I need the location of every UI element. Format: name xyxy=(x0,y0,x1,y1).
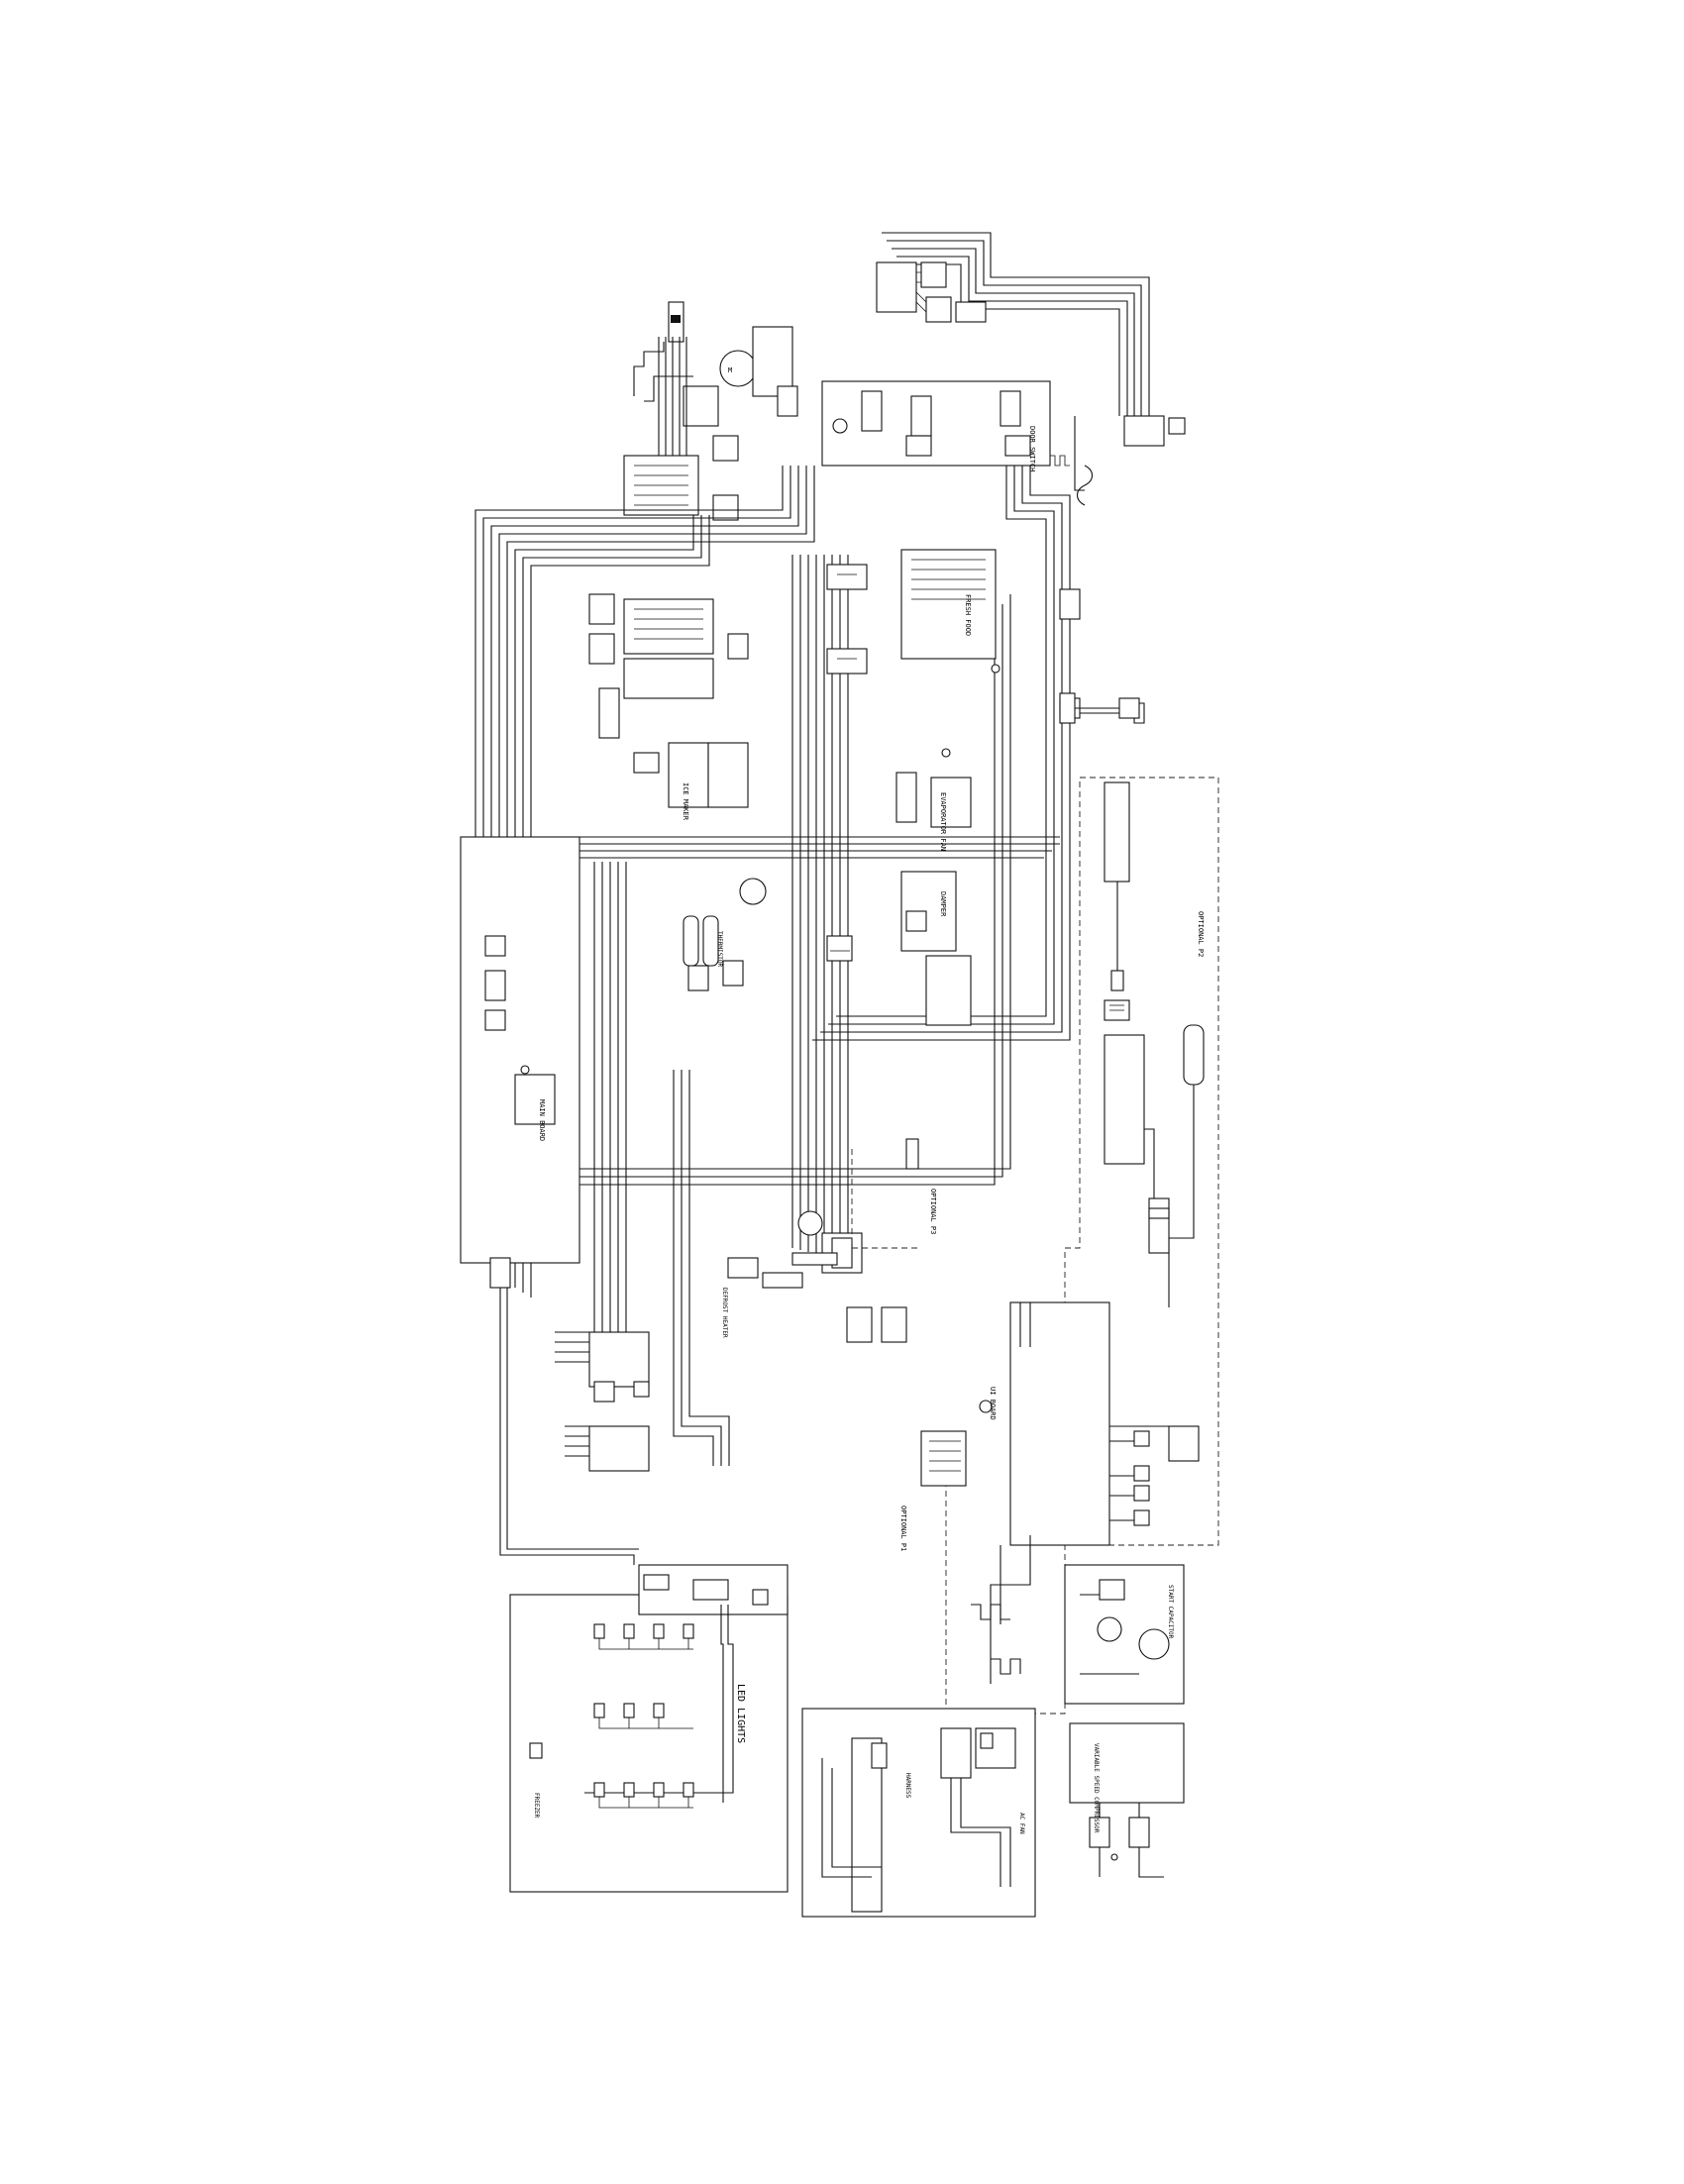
top-left-fan-area: M xyxy=(623,301,798,521)
lower-center: DEFROST HEATER xyxy=(721,1138,921,1343)
led-lights-box: LED LIGHTS FREEZER xyxy=(509,1564,789,1893)
freezer-label: FREEZER xyxy=(533,1793,540,1819)
evaporator-fan-label: EVAPORATOR FAN xyxy=(939,792,947,851)
optional-p3-label: OPTIONAL P3 xyxy=(929,1189,937,1234)
ice-maker-label: ICE MAKER xyxy=(682,782,689,821)
led-group-1 xyxy=(593,1623,694,1650)
led-group-3 xyxy=(593,1782,694,1809)
heater-zigzag xyxy=(1050,455,1140,724)
start-capacitor-label: START CAPACITOR xyxy=(1167,1585,1174,1639)
variable-speed-label: VARIABLE SPEED COMPRESSOR xyxy=(1093,1743,1100,1833)
damper-label: DAMPER xyxy=(939,891,947,917)
main-board-label: MAIN BOARD xyxy=(538,1099,546,1141)
ice-maker-section: ICE MAKER xyxy=(588,593,749,821)
ac-fan-label: AC FAN xyxy=(1018,1813,1025,1834)
defrost-heater-label: DEFROST HEATER xyxy=(721,1288,728,1338)
center-components: THERMISTOR DAMPER xyxy=(683,871,972,1026)
optional-p1-label: OPTIONAL P1 xyxy=(899,1506,907,1551)
thermistor-label: THERMISTOR xyxy=(716,931,723,968)
fresh-food-label: FRESH FOOD xyxy=(964,594,972,636)
door-switch-board: DOOR SWITCH xyxy=(821,380,1094,506)
left-lower-connectors xyxy=(489,1257,650,1565)
svg-text:M: M xyxy=(728,366,732,374)
door-switch-label: DOOR SWITCH xyxy=(1028,426,1036,471)
optional-p2-label: OPTIONAL P2 xyxy=(1197,911,1205,957)
start-capacitor-box: START CAPACITOR xyxy=(1064,1564,1185,1705)
right-optional-content xyxy=(1104,781,1205,1307)
led-lights-label: LED LIGHTS xyxy=(735,1684,746,1743)
fresh-food-board: FRESH FOOD xyxy=(826,549,1145,758)
evaporator-fan-section: EVAPORATOR FAN xyxy=(895,772,972,851)
top-harness xyxy=(876,232,1186,447)
lower-right-control: UI BOARD xyxy=(920,1301,1200,1684)
led-group-2 xyxy=(593,1703,693,1729)
ui-board-label: UI BOARD xyxy=(989,1387,997,1420)
harness-label: HARNESS xyxy=(904,1773,911,1799)
left-main-board: MAIN BOARD xyxy=(460,836,580,1264)
variable-speed-box: VARIABLE SPEED COMPRESSOR xyxy=(1069,1722,1185,1878)
harness-box: HARNESS AC FAN xyxy=(801,1708,1036,1918)
